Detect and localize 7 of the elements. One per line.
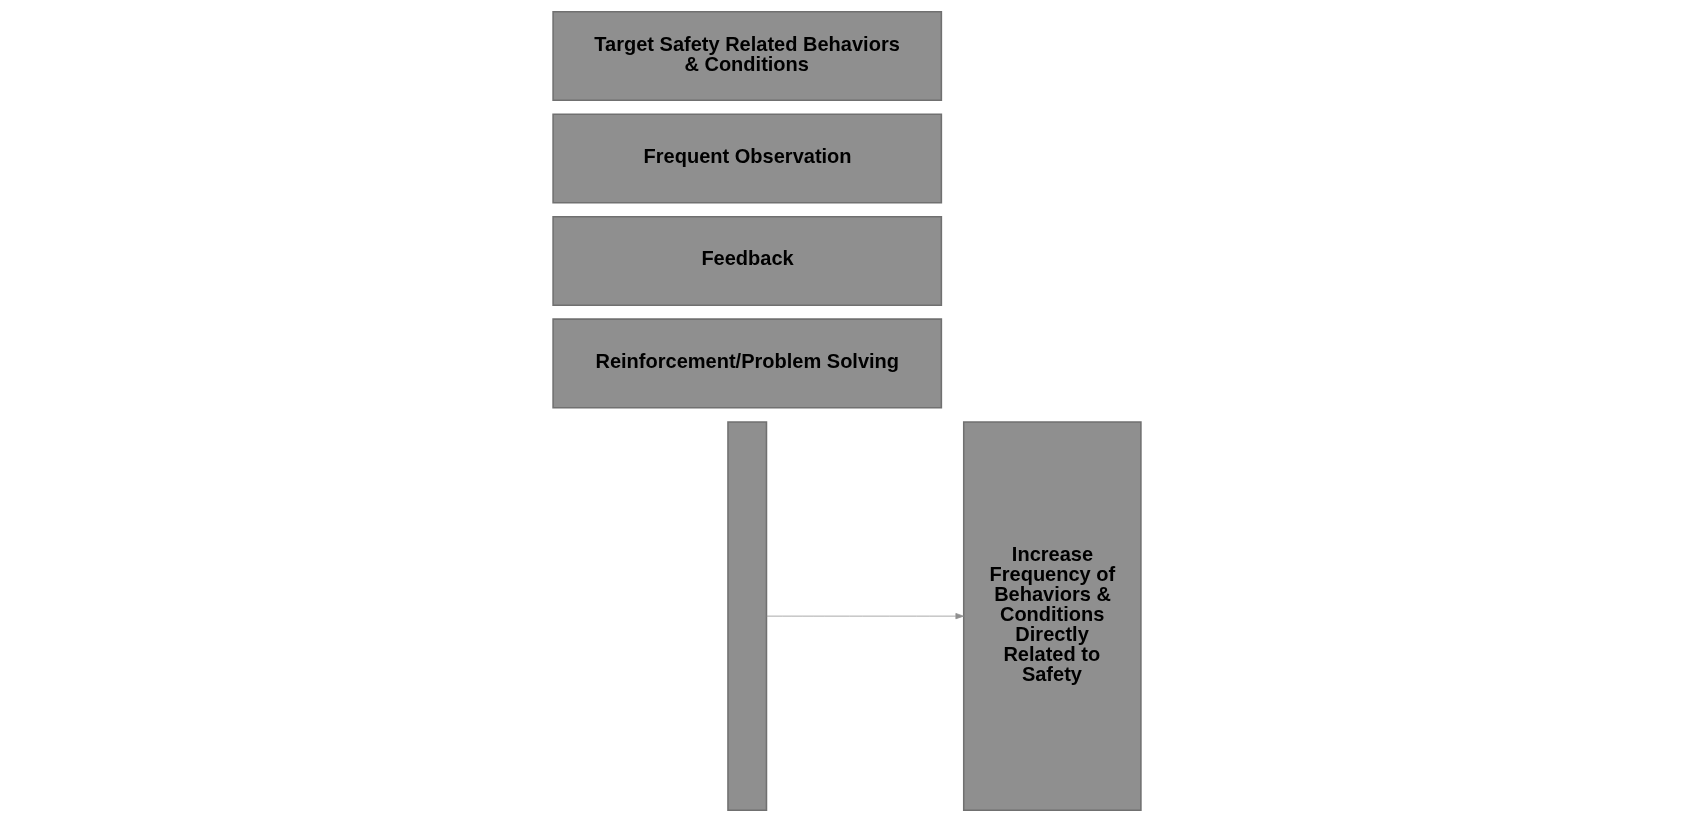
node-bar <box>727 421 768 812</box>
node-box: Feedback <box>552 215 943 307</box>
node-box: Increase Frequency of Behaviors & Conditions Directly Related to Safety <box>962 421 1142 812</box>
node-box: Frequent Observation <box>552 113 943 204</box>
node-box: Reinforcement/Problem Solving <box>552 318 943 409</box>
arrow <box>766 613 964 620</box>
node-box: Target Safety Related Behaviors & Conditions <box>552 10 943 102</box>
